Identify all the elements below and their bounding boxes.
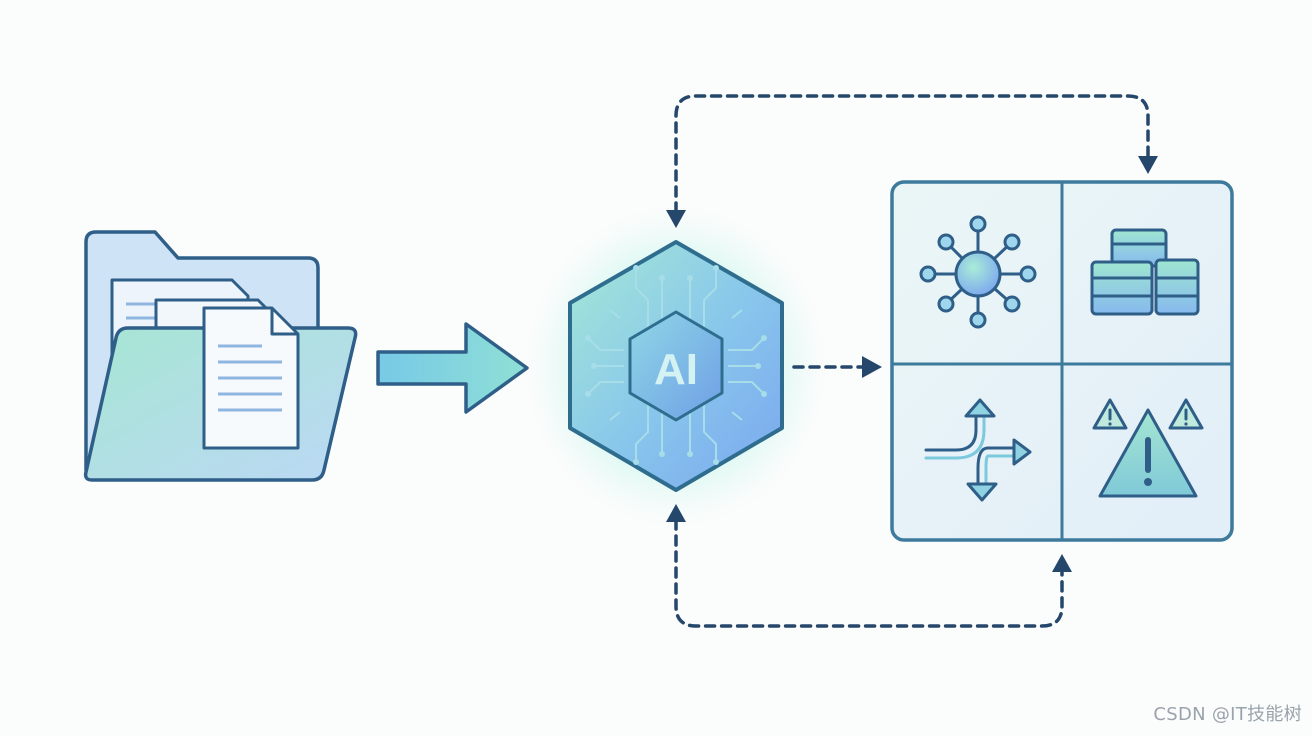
watermark: CSDN @IT技能树 <box>1153 704 1302 725</box>
network-node-icon <box>919 215 1037 329</box>
branching-arrows-icon <box>924 398 1032 502</box>
stacked-database-blocks-icon <box>1090 228 1200 316</box>
dashed-loop-panel-to-ai-bottom <box>666 504 1072 628</box>
circuit-traces <box>589 270 763 460</box>
folder-with-documents-icon <box>83 230 358 482</box>
dashed-loop-ai-to-panel-top <box>666 94 1158 228</box>
document-front-icon <box>202 306 300 450</box>
solid-arrow-input-to-ai <box>376 322 529 414</box>
ai-chip-hexagon-icon: AI <box>526 206 826 526</box>
dashed-arrow-ai-to-panel <box>792 356 882 378</box>
output-panel <box>890 180 1234 542</box>
circuit-dots <box>585 265 767 465</box>
warning-triangles-icon <box>1092 398 1204 498</box>
ai-label: AI <box>654 345 698 394</box>
